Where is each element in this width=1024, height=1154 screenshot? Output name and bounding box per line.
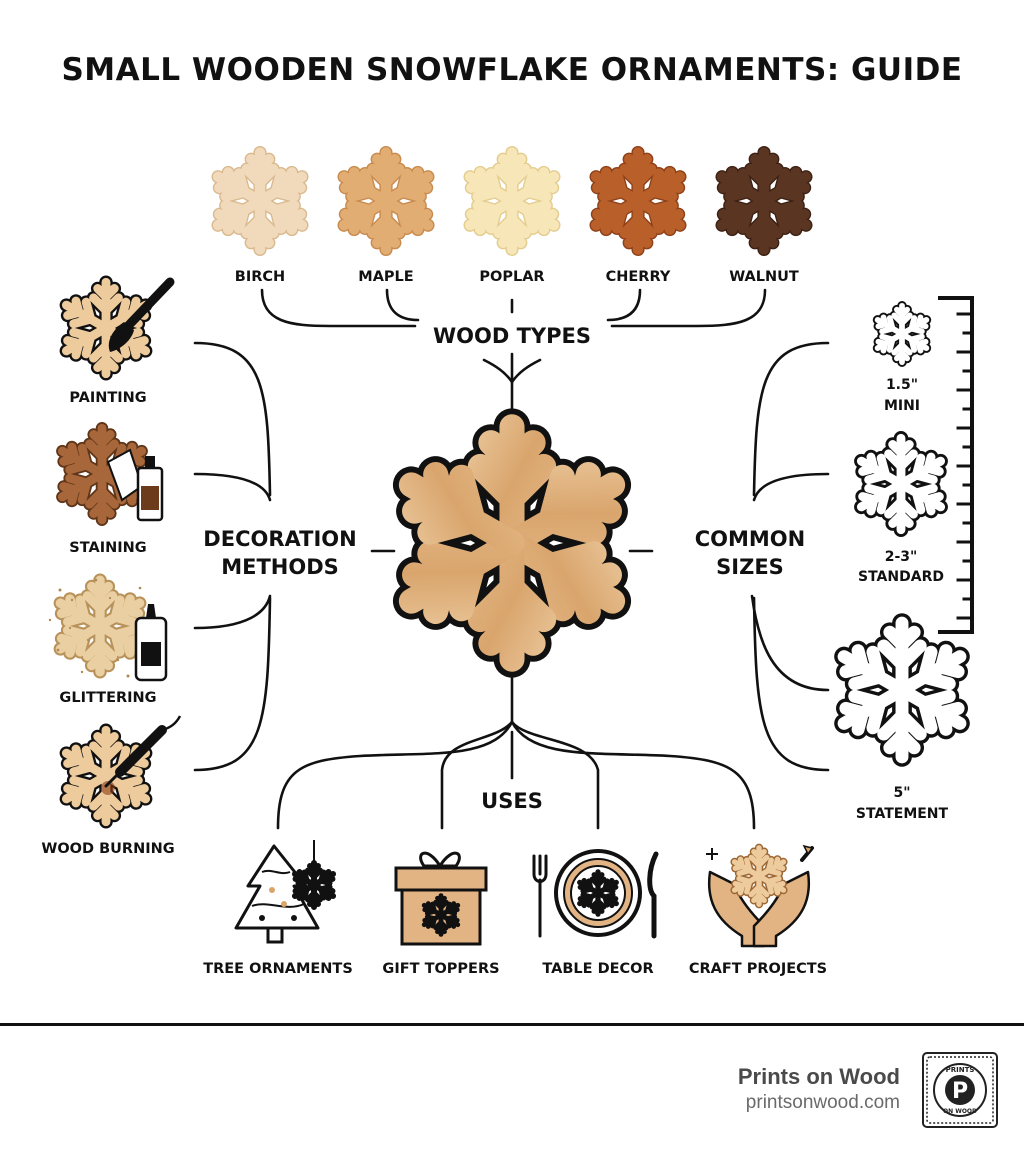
use-label: CRAFT PROJECTS (689, 961, 827, 977)
use-label: TREE ORNAMENTS (203, 961, 353, 977)
decoration-label: PAINTING (69, 390, 146, 406)
glittering-snowflake-icon (54, 580, 146, 672)
brand-url[interactable]: printsonwood.com (745, 1092, 900, 1113)
size-value: 5" (893, 785, 910, 801)
maple-snowflake-icon (337, 153, 434, 250)
glue-bottle-icon (134, 604, 168, 682)
wood-type-label: MAPLE (358, 269, 413, 285)
mini-snowflake-icon (874, 306, 930, 362)
wood-types-group: BIRCH MAPLE POPLAR CHERRY WALNUT WOOD TY… (211, 153, 812, 348)
decoration-label: GLITTERING (59, 690, 156, 706)
connector-lines (193, 288, 830, 830)
gift-snowflake-icon (422, 896, 461, 935)
sizes-heading-line1: COMMON (695, 527, 806, 551)
glitter-dots (48, 578, 142, 678)
use-label: TABLE DECOR (542, 961, 653, 977)
stain-bottle-icon (136, 456, 164, 522)
snowflake-mind-map: BIRCH MAPLE POPLAR CHERRY WALNUT WOOD TY… (41, 0, 1024, 977)
brand-name: Prints on Wood (737, 1064, 900, 1089)
statement-snowflake-icon (835, 623, 969, 757)
prints-on-wood-logo: P PRINTS ON WOOD (922, 1052, 998, 1128)
wood-burning-snowflake-icon (60, 730, 152, 822)
paintbrush-icon (108, 277, 175, 352)
size-name: STANDARD (858, 569, 944, 585)
uses-heading: USES (481, 789, 543, 813)
svg-text:ON WOOD: ON WOOD (943, 1108, 977, 1115)
burn-mark (101, 781, 115, 795)
wood-type-label: POPLAR (479, 269, 544, 285)
wood-type-label: WALNUT (729, 269, 799, 285)
decoration-heading-line2: METHODS (221, 555, 339, 579)
svg-text:P: P (952, 1079, 968, 1104)
wood-burning-pen-icon (104, 715, 182, 788)
size-name: STATEMENT (856, 806, 949, 822)
size-value: 2-3" (885, 549, 918, 565)
size-name: MINI (884, 398, 920, 414)
use-label: GIFT TOPPERS (382, 961, 499, 977)
common-sizes-group: COMMON SIZES 1.5" MINI 2-3" STANDARD 5" … (695, 296, 974, 822)
svg-text:PRINTS: PRINTS (946, 1066, 975, 1074)
craft-snowflake-icon (731, 848, 787, 904)
hanging-snowflake-icon (292, 863, 336, 907)
hands-craft-icon (706, 844, 814, 948)
wood-types-heading: WOOD TYPES (433, 324, 591, 348)
walnut-snowflake-icon (715, 153, 812, 250)
wood-type-label: BIRCH (235, 269, 285, 285)
painting-snowflake-icon (60, 282, 152, 374)
decoration-methods-group: DECORATION METHODS PAINTING STAINING (41, 277, 357, 857)
central-snowflake-icon (396, 427, 629, 659)
cherry-snowflake-icon (589, 153, 686, 250)
footer-divider (0, 1023, 1024, 1026)
decoration-heading-line1: DECORATION (203, 527, 356, 551)
decoration-label: WOOD BURNING (41, 841, 174, 857)
plate-snowflake-icon (577, 872, 619, 914)
brand-block: Prints on Wood printsonwood.com (738, 1064, 900, 1114)
sizes-heading-line2: SIZES (716, 555, 784, 579)
uses-group: USES TREE ORNAMENTS GIFT TOPPERS (203, 789, 827, 977)
decoration-label: STAINING (69, 540, 146, 556)
wood-type-label: CHERRY (606, 269, 671, 285)
poplar-snowflake-icon (463, 153, 560, 250)
size-value: 1.5" (886, 377, 918, 393)
ruler-icon (938, 296, 974, 634)
standard-snowflake-icon (855, 438, 947, 530)
birch-snowflake-icon (211, 153, 308, 250)
page-title: SMALL WOODEN SNOWFLAKE ORNAMENTS: GUIDE (61, 52, 963, 88)
